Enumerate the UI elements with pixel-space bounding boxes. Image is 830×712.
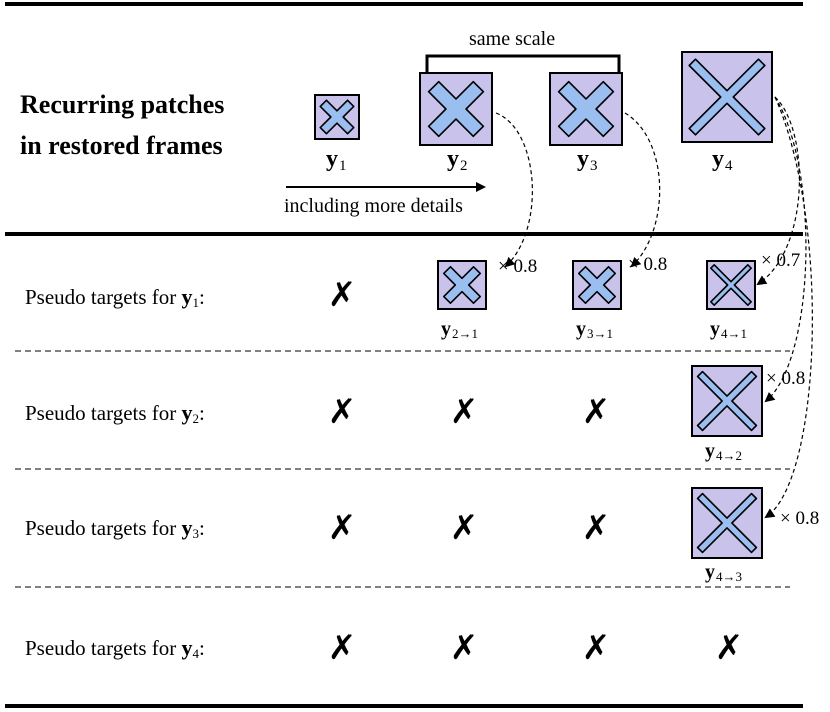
- target-label-y2_1: y2→1: [441, 318, 478, 341]
- patch-y4_1: [706, 260, 756, 310]
- same-scale-label: same scale: [469, 28, 556, 50]
- patch-label-y2: y2: [447, 146, 468, 174]
- target-label-y4_1: y4→1: [710, 318, 747, 341]
- row-label-y4: Pseudo targets for y4:: [25, 635, 205, 661]
- arrow-y4-to-y4_3: [764, 96, 813, 519]
- scale-factor: × 0.8: [628, 254, 668, 275]
- patch-y2_1: [437, 260, 487, 310]
- patch-y1: [314, 94, 360, 140]
- scale-factor: × 0.8: [498, 256, 538, 277]
- title-line-2: in restored frames: [20, 131, 223, 160]
- scale-factor: × 0.7: [761, 250, 801, 271]
- arrow-y3-to-y3_1: [624, 112, 661, 268]
- patch-y2: [419, 72, 493, 146]
- scale-factor: × 0.8: [780, 508, 820, 529]
- no-target-mark: ✗: [449, 392, 479, 432]
- cross-shape: [688, 58, 766, 136]
- patch-y4: [681, 51, 773, 143]
- target-label-y4_3: y4→3: [705, 561, 742, 584]
- scale-factor: × 0.8: [766, 368, 806, 389]
- target-label-y3_1: y3→1: [576, 318, 613, 341]
- no-target-mark: ✗: [327, 508, 357, 548]
- patch-y3: [549, 72, 623, 146]
- no-target-mark: ✗: [449, 628, 479, 668]
- row-label-y2: Pseudo targets for y2:: [25, 400, 205, 426]
- arrow-y4-to-y4_1: [756, 96, 801, 286]
- cross-shape: [696, 492, 758, 554]
- cross-shape: [696, 370, 758, 432]
- no-target-mark: ✗: [327, 392, 357, 432]
- patch-y3_1: [572, 260, 622, 310]
- more-details-label: including more details: [284, 195, 463, 217]
- patch-y4_3: [691, 487, 763, 559]
- cross-shape: [557, 80, 615, 138]
- cross-shape: [319, 99, 355, 135]
- patch-label-y1: y1: [326, 146, 347, 174]
- diagram-title: Recurring patches in restored frames: [20, 84, 224, 166]
- no-target-mark: ✗: [327, 275, 357, 315]
- cross-shape: [577, 265, 617, 305]
- patch-y4_2: [691, 365, 763, 437]
- no-target-mark: ✗: [581, 628, 611, 668]
- no-target-mark: ✗: [581, 508, 611, 548]
- row-label-y3: Pseudo targets for y3:: [25, 515, 205, 541]
- no-target-mark: ✗: [581, 392, 611, 432]
- title-line-1: Recurring patches: [20, 90, 225, 119]
- patch-label-y4: y4: [712, 146, 733, 174]
- cross-shape: [710, 264, 752, 306]
- same-scale-bracket: [425, 54, 621, 72]
- no-target-mark: ✗: [714, 628, 744, 668]
- target-label-y4_2: y4→2: [705, 440, 742, 463]
- patch-label-y3: y3: [577, 146, 598, 174]
- arrow-y4-to-y4_2: [764, 96, 807, 403]
- no-target-mark: ✗: [449, 508, 479, 548]
- arrow-y2-to-y2_1: [495, 112, 533, 268]
- cross-shape: [427, 80, 485, 138]
- no-target-mark: ✗: [327, 628, 357, 668]
- row-label-y1: Pseudo targets for y1:: [25, 284, 205, 310]
- cross-shape: [442, 265, 482, 305]
